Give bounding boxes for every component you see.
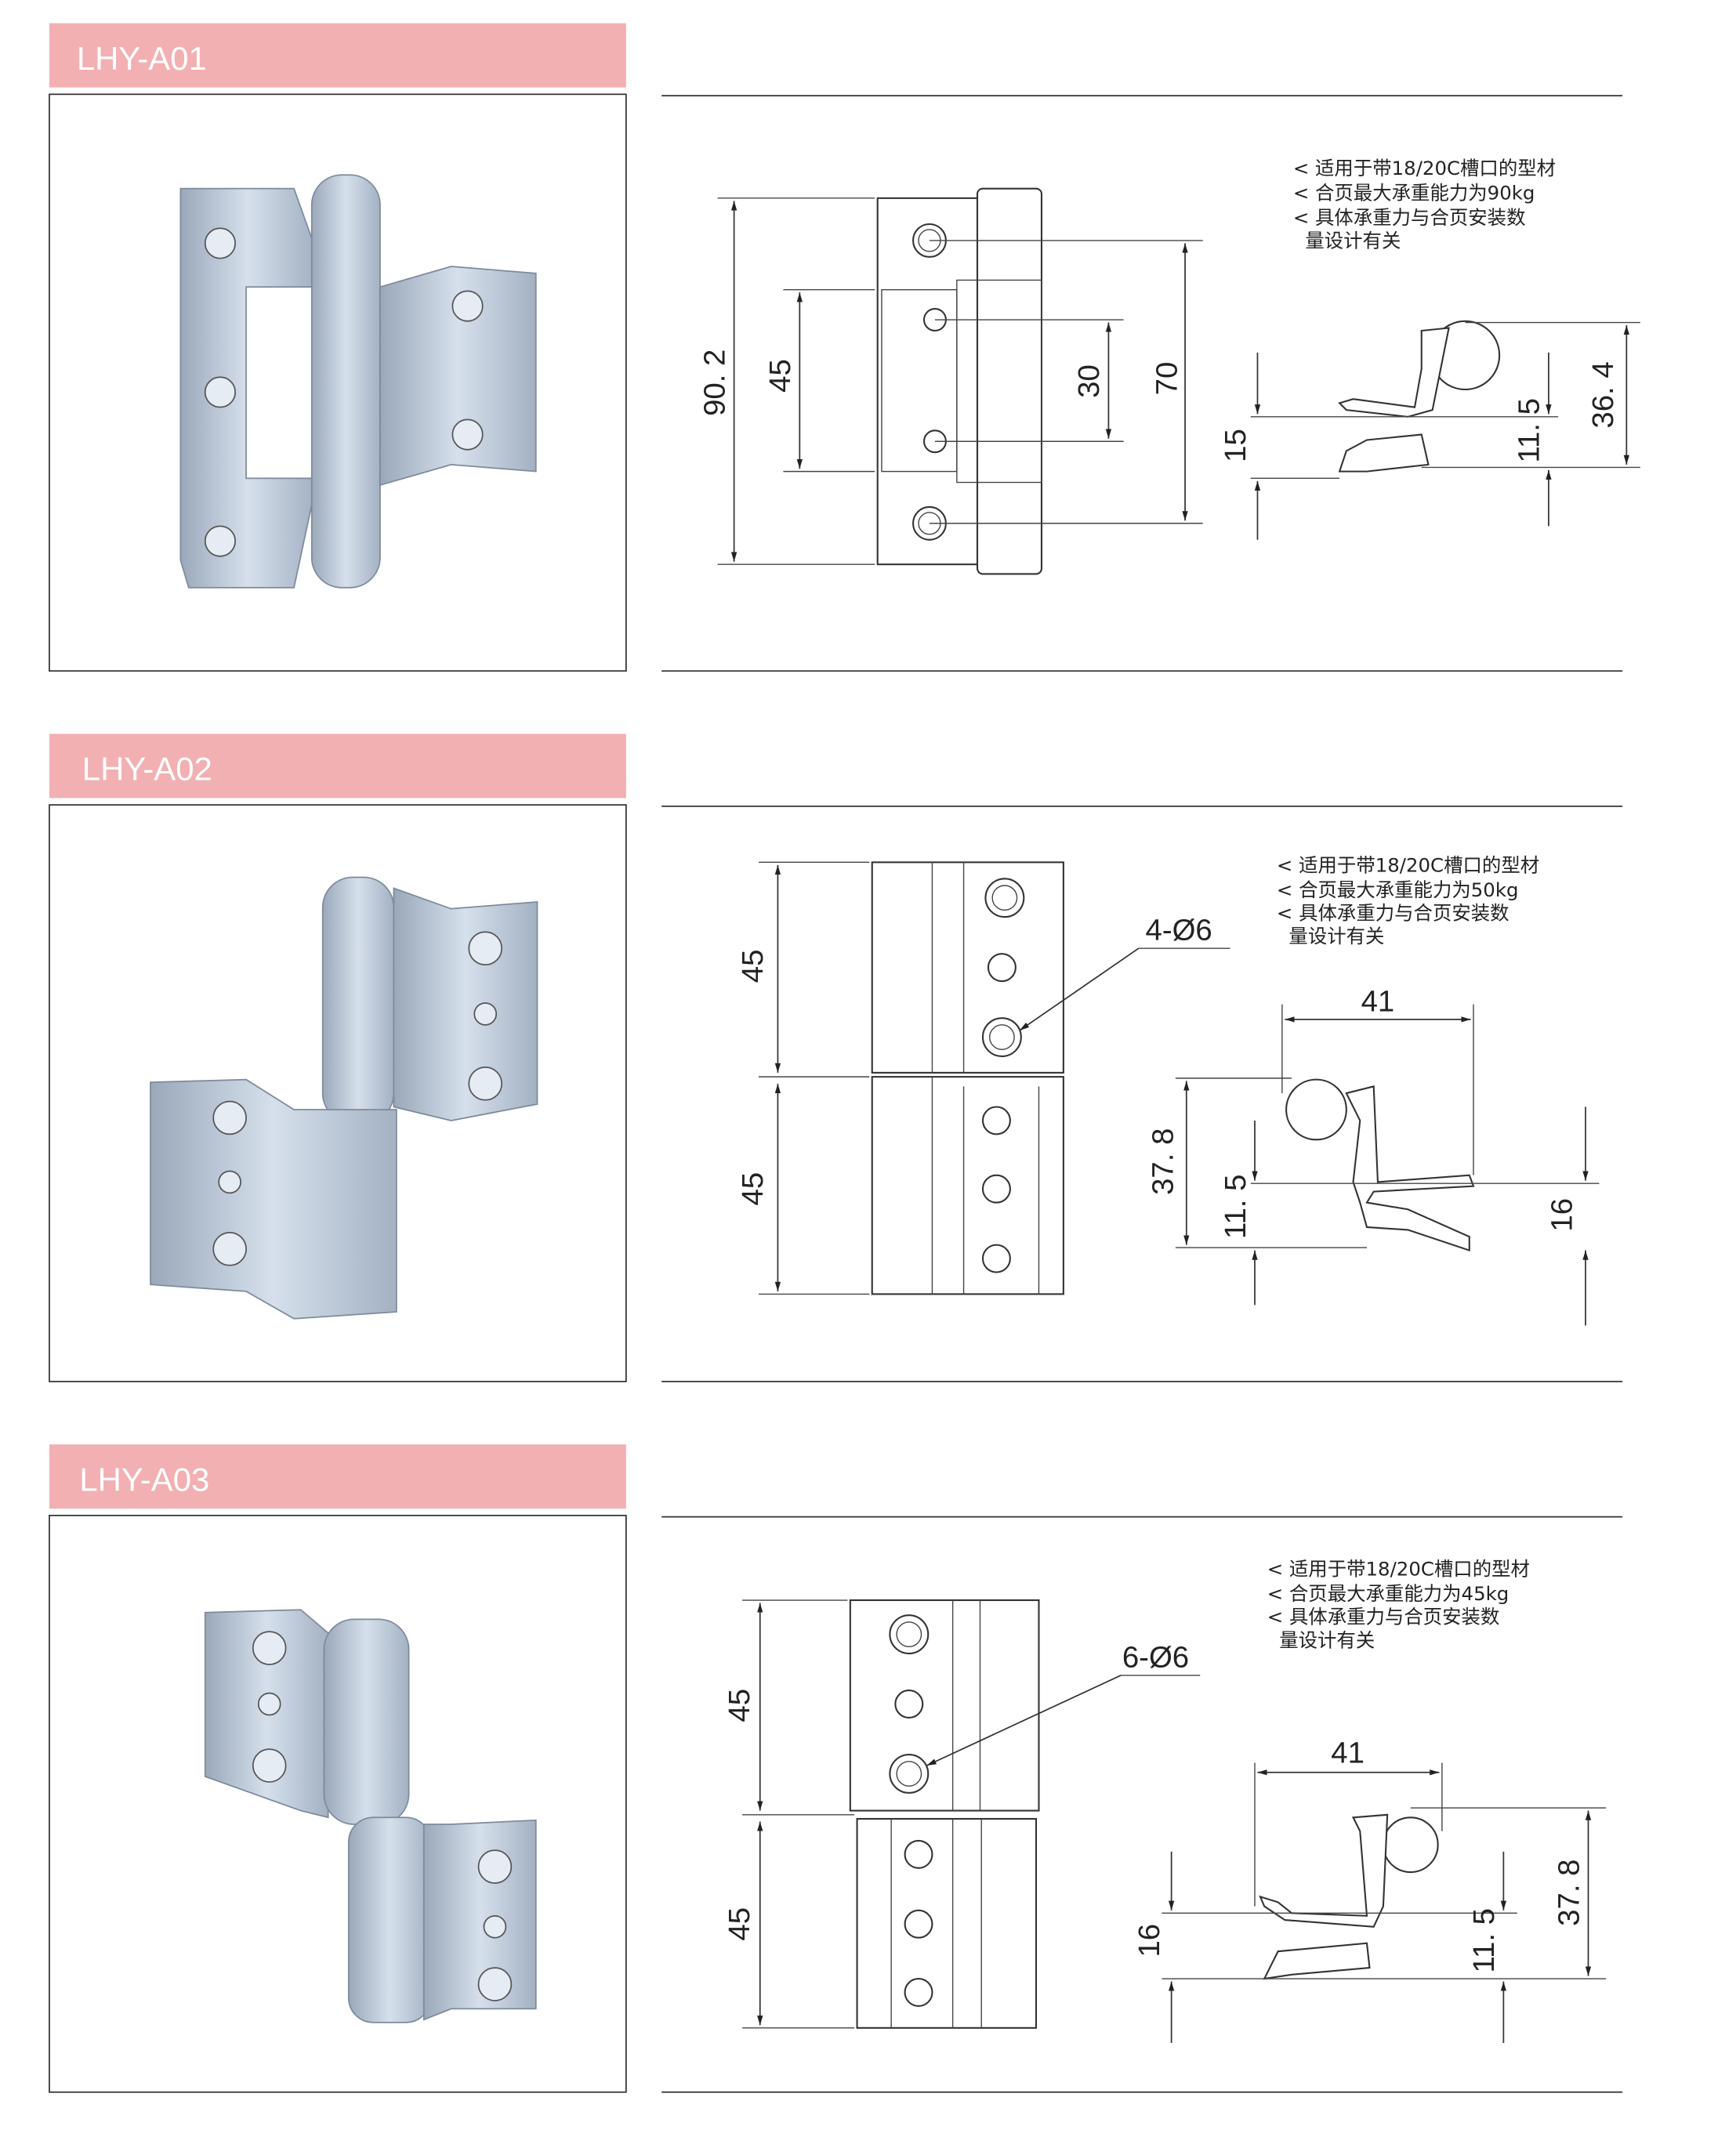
dim-profile-height: 37. 8 — [1552, 1860, 1586, 1926]
model-title: LHY-A01 — [77, 40, 207, 77]
note-line: < 合页最大承重能力为50kg — [1277, 878, 1519, 901]
dim-profile-b: 11. 5 — [1219, 1175, 1252, 1239]
note-line: 量设计有关 — [1267, 1628, 1375, 1651]
dim-profile-c: 16 — [1133, 1924, 1166, 1958]
spec-notes: < 适用于带18/20C槽口的型材 < 合页最大承重能力为90kg < 具体承重… — [1293, 157, 1556, 252]
dim-top-height: 45 — [723, 1689, 756, 1722]
dim-holes-inner: 30 — [1072, 364, 1106, 398]
note-line: < 具体承重力与合页安装数 — [1267, 1606, 1500, 1628]
dim-total-height: 90. 2 — [698, 350, 731, 416]
note-line: < 具体承重力与合页安装数 — [1277, 902, 1509, 925]
hinge-photo — [150, 876, 538, 1320]
profile-view-drawing: 41 16 11. 5 37. 8 — [1133, 1737, 1607, 2044]
model-title: LHY-A02 — [82, 751, 212, 788]
model-title: LHY-A03 — [79, 1461, 209, 1498]
section-lhy-a01: LHY-A01 90. 2 45 30 70 15 — [49, 23, 1640, 672]
note-line: 量设计有关 — [1277, 925, 1385, 947]
spec-notes: < 适用于带18/20C槽口的型材 < 合页最大承重能力为45kg < 具体承重… — [1267, 1558, 1530, 1652]
dim-inner-height: 45 — [763, 359, 797, 393]
front-view-drawing: 45 45 6-Ø6 — [723, 1599, 1201, 2029]
note-line: < 适用于带18/20C槽口的型材 — [1293, 157, 1556, 179]
note-line: < 适用于带18/20C槽口的型材 — [1277, 854, 1539, 877]
hole-callout: 6-Ø6 — [1122, 1640, 1189, 1674]
dim-profile-c: 36. 4 — [1586, 361, 1620, 428]
dim-bottom-height: 45 — [736, 1172, 770, 1206]
dim-profile-a: 15 — [1219, 429, 1252, 462]
section-header — [49, 1444, 626, 1509]
hinge-photo — [179, 174, 537, 589]
dim-top-height: 45 — [736, 950, 770, 983]
profile-view-drawing: 41 37. 8 11. 5 16 — [1146, 984, 1600, 1326]
front-view-drawing: 45 45 4-Ø6 — [736, 861, 1230, 1295]
dim-bottom-height: 45 — [723, 1907, 756, 1941]
section-header — [49, 23, 626, 88]
spec-notes: < 适用于带18/20C槽口的型材 < 合页最大承重能力为50kg < 具体承重… — [1277, 854, 1539, 948]
note-line: < 合页最大承重能力为90kg — [1293, 182, 1535, 205]
note-line: < 适用于带18/20C槽口的型材 — [1267, 1558, 1530, 1581]
dim-profile-height: 37. 8 — [1146, 1128, 1180, 1195]
hinge-photo — [204, 1609, 537, 2023]
dim-profile-b: 11. 5 — [1467, 1908, 1501, 1972]
section-lhy-a03: LHY-A03 45 45 6-Ø6 41 16 11. 5 — [49, 1444, 1623, 2093]
note-line: < 具体承重力与合页安装数 — [1293, 206, 1526, 229]
section-lhy-a02: LHY-A02 45 45 4-Ø6 41 37. 8 11. 5 16 — [49, 733, 1623, 1382]
dim-profile-b: 11. 5 — [1513, 398, 1546, 462]
front-view-drawing: 90. 2 45 30 70 — [698, 187, 1203, 575]
dim-profile-c: 16 — [1546, 1198, 1579, 1232]
note-line: 量设计有关 — [1293, 230, 1401, 252]
dim-profile-width: 41 — [1331, 1737, 1365, 1770]
dim-profile-width: 41 — [1361, 984, 1395, 1018]
note-line: < 合页最大承重能力为45kg — [1267, 1582, 1509, 1605]
hole-callout: 4-Ø6 — [1145, 914, 1212, 947]
profile-view-drawing: 15 11. 5 36. 4 — [1219, 320, 1640, 540]
dim-holes-outer: 70 — [1151, 362, 1184, 396]
section-header — [49, 733, 626, 799]
